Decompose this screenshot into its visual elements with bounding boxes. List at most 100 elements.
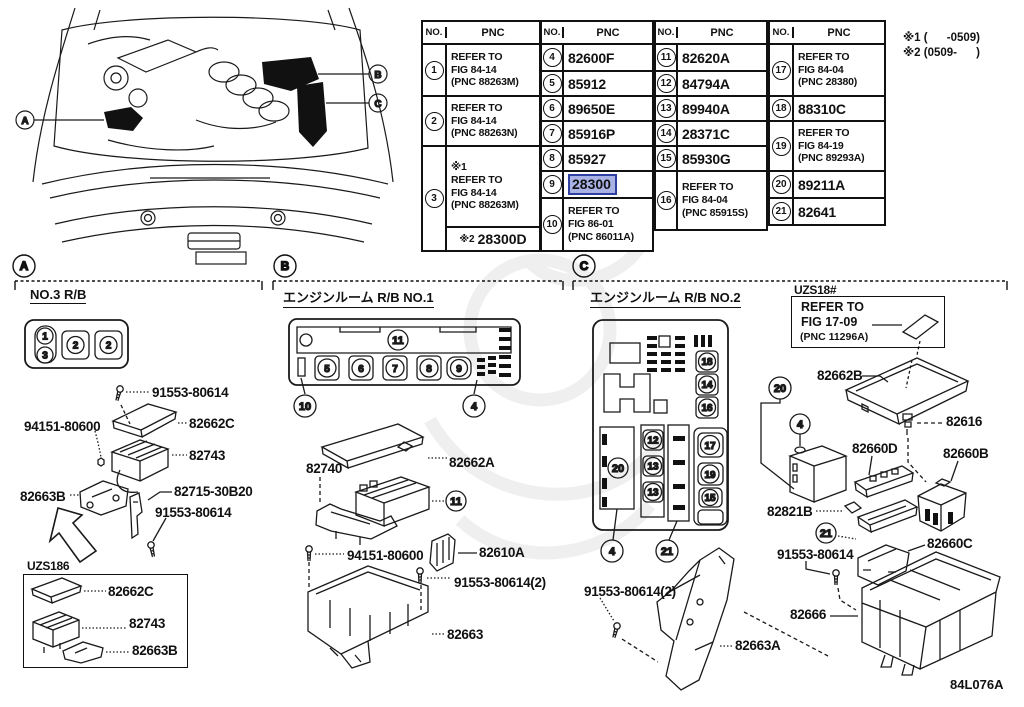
section-a-title: NO.3 R/B <box>30 287 87 304</box>
pnc-cell: 89211A <box>798 176 846 193</box>
svg-text:7: 7 <box>392 364 398 375</box>
row-number-badge: 18 <box>771 99 791 118</box>
svg-text:1: 1 <box>42 332 48 343</box>
svg-text:21: 21 <box>661 546 673 558</box>
row-number-badge: 20 <box>771 175 791 194</box>
table-header-pnc: PNC <box>596 26 620 39</box>
pnc-cell: 82620A <box>682 49 730 66</box>
pnc-cell: 85916P <box>568 125 616 142</box>
svg-text:13: 13 <box>647 488 659 499</box>
part-82740-bracket <box>315 503 398 545</box>
svg-text:2: 2 <box>106 341 112 352</box>
table-header-no: NO. <box>770 27 794 38</box>
pnc-cell: 28300 <box>564 172 652 197</box>
part-label-82715-30b20: 82715-30B20 <box>174 484 253 499</box>
part-label-82660c: 82660C <box>927 536 973 551</box>
part-82663b-bracket <box>79 480 129 516</box>
svg-text:C: C <box>374 99 381 110</box>
inset-c-title: UZS18# <box>794 283 837 297</box>
pnc-table-group-4: NO. PNC 17 REFER TO FIG 84-04 (PNC 28380… <box>768 20 886 226</box>
svg-text:4: 4 <box>471 401 478 413</box>
nut-icon <box>97 457 105 467</box>
pnc-subcell: ※2 28300D <box>447 226 539 250</box>
part-label-91553-80614-c: 91553-80614 <box>777 547 854 562</box>
part-blob-c <box>297 82 327 147</box>
figure-code: 84L076A <box>950 677 1004 692</box>
row-number-badge: 19 <box>771 136 791 156</box>
part-label-91553-80614x2-b: 91553-80614(2) <box>454 575 546 590</box>
part-82715-clip <box>129 492 143 540</box>
svg-text:11: 11 <box>392 335 404 347</box>
pnc-cell: 88310C <box>798 100 846 117</box>
pnc-cell: ※1 REFER TO FIG 84-14 (PNC 88263M) <box>451 160 519 212</box>
pnc-value: 28300D <box>477 231 527 247</box>
screw-icon <box>610 621 622 640</box>
table-row: 18 88310C <box>770 97 884 122</box>
svg-text:14: 14 <box>701 380 713 391</box>
table-row: 1 REFER TO FIG 84-14 (PNC 88263M) <box>423 45 539 97</box>
pnc-cell: REFER TO FIG 86-01 (PNC 86011A) <box>568 205 634 243</box>
fuse-box-c-schematic: 18 14 16 20 12 13 13 17 19 15 4 21 <box>592 319 729 563</box>
table-header-no: NO. <box>542 27 564 38</box>
inset-a-parts <box>30 577 129 664</box>
refer-line-1: REFER TO <box>801 300 864 314</box>
svg-text:B: B <box>281 259 290 273</box>
table-row: 13 89940A <box>656 97 766 122</box>
row-number-badge: 9 <box>542 175 562 194</box>
row-number-badge: 4 <box>542 48 562 67</box>
inset-a-box <box>23 574 188 668</box>
table-row: 2 REFER TO FIG 84-14 (PNC 88263N) <box>423 97 539 147</box>
svg-text:19: 19 <box>704 470 716 481</box>
pnc-cell: 82600F <box>568 49 615 66</box>
pnc-table-group-1: NO. PNC 1 REFER TO FIG 84-14 (PNC 88263M… <box>421 20 541 252</box>
svg-text:C: C <box>580 259 589 273</box>
row-number-badge: 13 <box>656 99 676 118</box>
part-82662c-cover <box>111 403 178 438</box>
inset-a-title: UZS186 <box>27 559 70 573</box>
table-row-selected: 9 28300 <box>542 172 652 199</box>
table-row: 16 REFER TO FIG 84-04 (PNC 85915S) <box>656 172 766 229</box>
pnc-cell: 89650E <box>568 100 616 117</box>
section-brackets: A B C <box>12 254 1008 290</box>
table-row: 4 82600F <box>542 45 652 72</box>
part-label-91553-80614-bottom: 91553-80614 <box>155 505 232 520</box>
table-row: 17 REFER TO FIG 84-04 (PNC 28380) <box>770 45 884 97</box>
refer-line-3: (PNC 11296A) <box>800 331 869 343</box>
svg-text:21: 21 <box>820 528 832 540</box>
table-header-pnc: PNC <box>481 26 505 39</box>
table-row: 8 85927 <box>542 147 652 172</box>
relay-box-a-schematic: 1 3 2 2 <box>24 319 129 369</box>
engine-callout-c: C <box>368 93 388 113</box>
section-a-callout: A <box>12 254 36 278</box>
part-label-82662b: 82662B <box>817 368 863 383</box>
screw-icon <box>113 384 125 403</box>
inset-c-box <box>791 296 945 348</box>
part-label-82821b: 82821B <box>767 504 813 519</box>
inset-label-82663b: 82663B <box>132 643 178 658</box>
table-row: 19 REFER TO FIG 84-19 (PNC 89293A) <box>770 122 884 172</box>
section-c-art: 18 14 16 20 12 13 13 17 19 15 4 21 <box>592 314 1001 691</box>
row-number-badge: 16 <box>656 191 676 210</box>
svg-text:6: 6 <box>358 364 364 375</box>
part-82662b-cover <box>844 357 970 426</box>
pnc-28300-highlighted[interactable]: 28300 <box>568 174 617 195</box>
table-row: 7 85916P <box>542 122 652 147</box>
part-label-82740: 82740 <box>306 461 343 476</box>
part-82743-relay <box>110 439 170 493</box>
part-label-91553-80614x2-c: 91553-80614(2) <box>584 584 676 599</box>
row-number-badge: 11 <box>656 48 676 67</box>
table-header-pnc: PNC <box>710 26 734 39</box>
svg-text:10: 10 <box>299 401 311 413</box>
part-label-91553-80614-top: 91553-80614 <box>152 385 229 400</box>
applicability-note-2: ※2 (0509- ) <box>903 47 981 59</box>
pnc-cell: 85930G <box>682 150 731 167</box>
uzs18-ref-shape <box>901 314 940 340</box>
svg-text:13: 13 <box>647 462 659 473</box>
svg-text:20: 20 <box>774 383 786 395</box>
row-number-badge: 1 <box>424 60 444 80</box>
svg-text:20: 20 <box>612 463 624 475</box>
row-number-badge: 14 <box>656 124 676 143</box>
section-b-callout: B <box>273 254 297 278</box>
